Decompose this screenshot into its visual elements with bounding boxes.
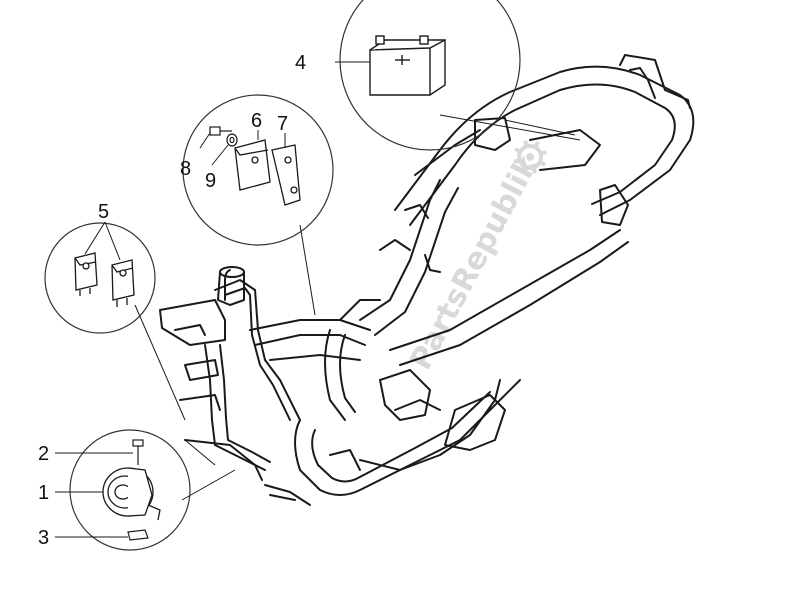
bolt-part	[209, 126, 232, 136]
horn-part	[102, 467, 161, 521]
callout-number-4: 4	[295, 52, 306, 74]
scooter-frame	[159, 54, 695, 506]
callout-number-9: 9	[205, 170, 216, 192]
callout-number-7: 7	[277, 113, 288, 135]
watermark-text: PartsRepublik	[403, 149, 546, 375]
callout-number-6: 6	[251, 110, 262, 132]
callout-labels: 1 2 3 4 5 6 7 8 9	[38, 52, 306, 549]
callout-number-8: 8	[180, 158, 191, 180]
regulator-bracket-part	[271, 144, 301, 206]
callout-number-2: 2	[38, 443, 49, 465]
callout-number-3: 3	[38, 527, 49, 549]
horn-clip-part	[127, 529, 149, 541]
relay-part-b	[111, 259, 135, 307]
horn-bolt-part	[132, 439, 144, 465]
callout-circle-relays	[44, 221, 156, 334]
callout-number-5: 5	[98, 201, 109, 223]
callout-circle-regulator	[182, 94, 334, 246]
gear-icon	[513, 140, 547, 174]
battery-part	[369, 35, 446, 96]
callout-circle-battery	[335, 0, 521, 151]
callout-number-1: 1	[38, 482, 49, 504]
regulator-part	[234, 139, 271, 191]
leader-lines	[134, 114, 581, 501]
relay-part-a	[74, 252, 98, 296]
callout-circle-horn	[55, 429, 191, 551]
washer-part	[226, 133, 238, 147]
